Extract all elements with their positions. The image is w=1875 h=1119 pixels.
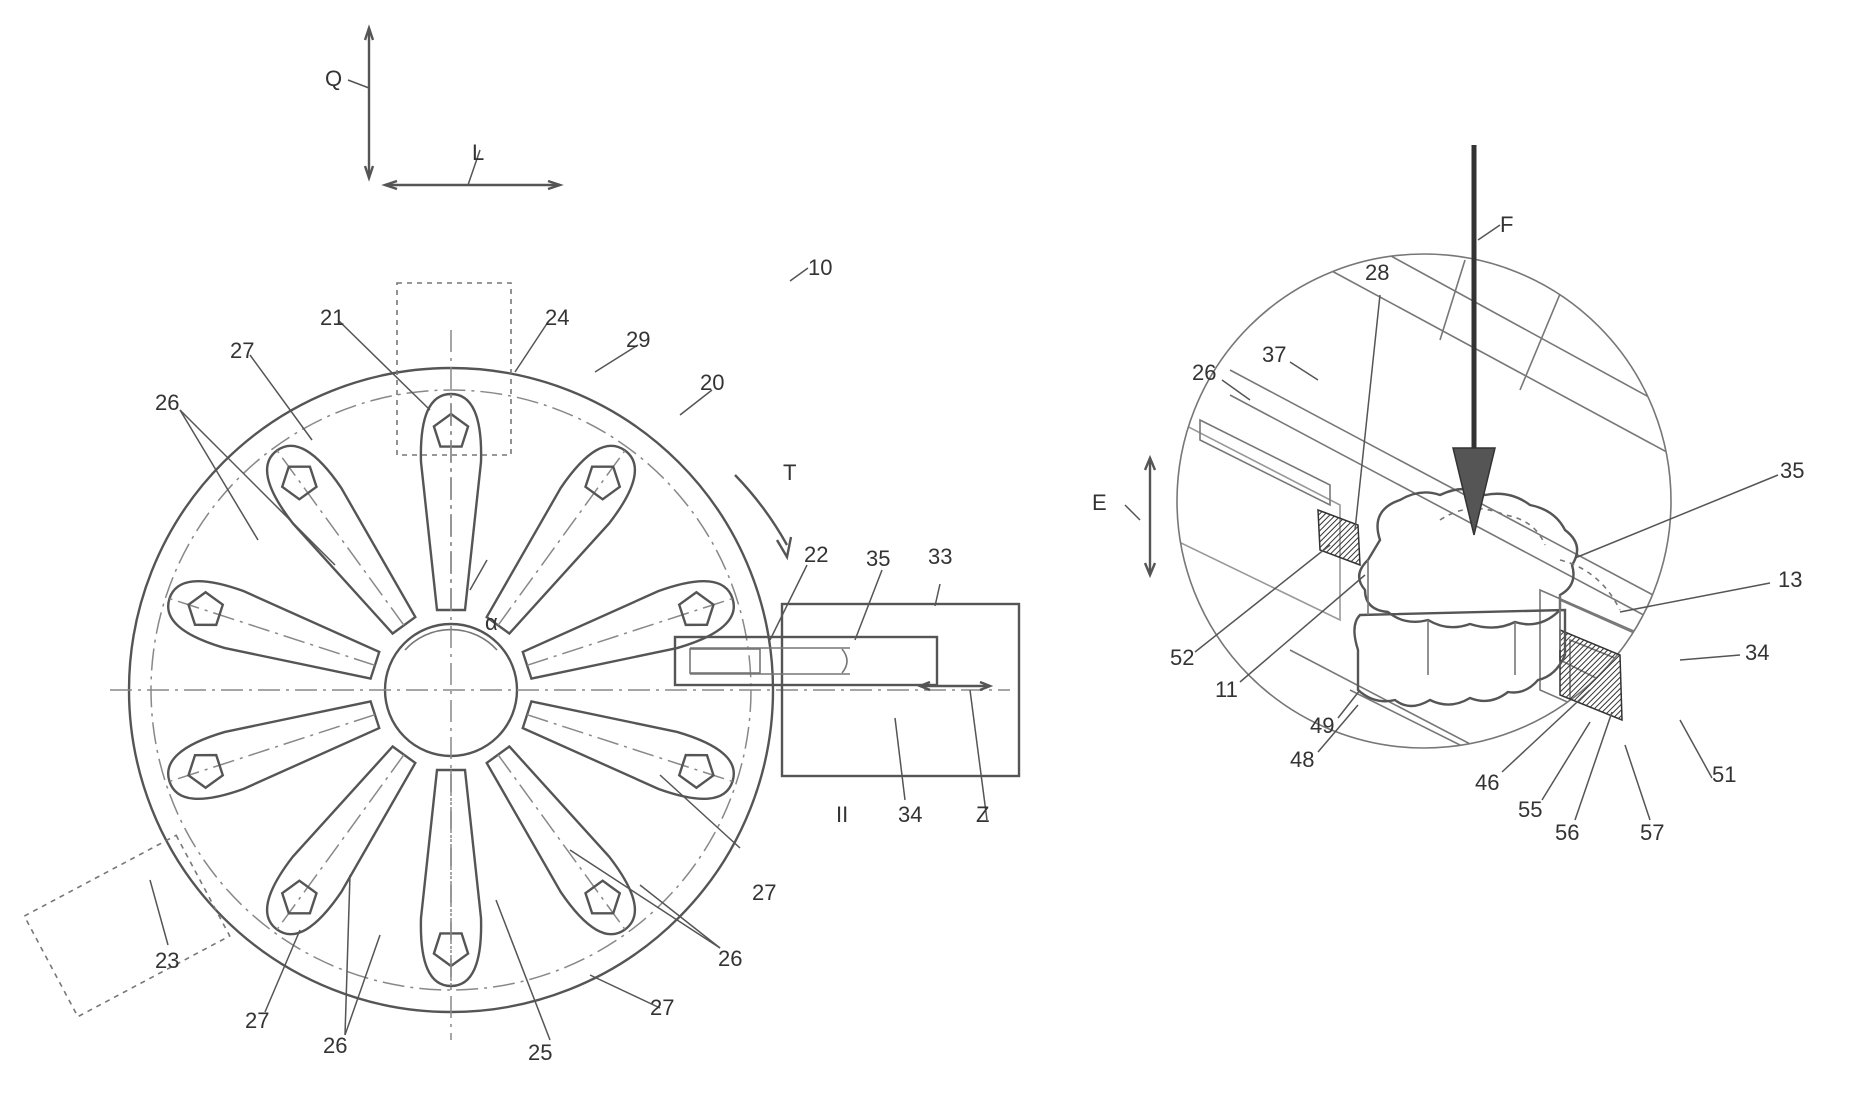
label-alpha: α [485, 610, 498, 635]
pentagon-insert [275, 457, 322, 503]
figure-right: F 28 37 26 35 E 13 34 52 11 49 48 46 55 … [1092, 145, 1804, 845]
label-e: E [1092, 490, 1107, 515]
label-q: Q [325, 66, 342, 91]
pentagon-insert [275, 877, 322, 923]
label-27-right: 27 [752, 880, 776, 905]
label-27-bottom-left: 27 [245, 1008, 269, 1033]
label-f: F [1500, 212, 1513, 237]
label-46: 46 [1475, 770, 1499, 795]
tool-arm [474, 430, 652, 643]
pentagon-insert [183, 749, 225, 792]
label-21: 21 [320, 305, 344, 330]
station-lower-left [24, 835, 229, 1016]
label-11: 11 [1215, 677, 1238, 702]
tool-arm [250, 430, 428, 643]
label-29: 29 [626, 327, 650, 352]
label-l: L [472, 140, 484, 165]
label-52: 52 [1170, 645, 1194, 670]
label-10: 10 [808, 255, 832, 280]
label-34-detail: 34 [1745, 640, 1769, 665]
pentagon-insert [677, 588, 719, 631]
label-13: 13 [1778, 567, 1802, 592]
leader-lines-left [150, 268, 987, 1040]
labels-right: F 28 37 26 35 E 13 34 52 11 49 48 46 55 … [1092, 212, 1804, 845]
label-z: Z [976, 802, 989, 827]
label-48: 48 [1290, 747, 1314, 772]
label-35-detail: 35 [1780, 458, 1804, 483]
rotation-arrow [735, 475, 791, 557]
label-26-right: 26 [718, 946, 742, 971]
label-t: T [783, 460, 796, 485]
label-28: 28 [1365, 260, 1389, 285]
label-56: 56 [1555, 820, 1579, 845]
pentagon-insert [580, 877, 627, 923]
axis-indicator [348, 28, 560, 189]
label-55: 55 [1518, 797, 1542, 822]
label-25: 25 [528, 1040, 552, 1065]
label-57: 57 [1640, 820, 1664, 845]
label-ii: II [836, 802, 848, 827]
label-26-top: 26 [155, 390, 179, 415]
label-49: 49 [1310, 713, 1334, 738]
label-22: 22 [804, 542, 828, 567]
label-26-bottom: 26 [323, 1033, 347, 1058]
pad-52 [1318, 510, 1360, 565]
lift-arrow [1145, 458, 1155, 575]
label-23: 23 [155, 948, 179, 973]
leader-lines-right [1125, 225, 1778, 820]
label-51: 51 [1712, 762, 1736, 787]
label-26-detail: 26 [1192, 360, 1216, 385]
label-35: 35 [866, 546, 890, 571]
label-37: 37 [1262, 342, 1286, 367]
tool-arm [474, 737, 652, 950]
tool-arm [250, 737, 428, 950]
label-20: 20 [700, 370, 724, 395]
pad-55 [1560, 630, 1622, 720]
label-27-top: 27 [230, 338, 254, 363]
label-27-bottom-right: 27 [650, 995, 674, 1020]
figure-left: Q L 10 20 21 24 29 27 26 T 22 35 33 α II… [24, 28, 1019, 1065]
pentagon-insert [677, 749, 719, 792]
label-33: 33 [928, 544, 952, 569]
label-34: 34 [898, 802, 922, 827]
pentagon-insert [183, 588, 225, 631]
pentagon-insert [580, 457, 627, 503]
label-24: 24 [545, 305, 569, 330]
